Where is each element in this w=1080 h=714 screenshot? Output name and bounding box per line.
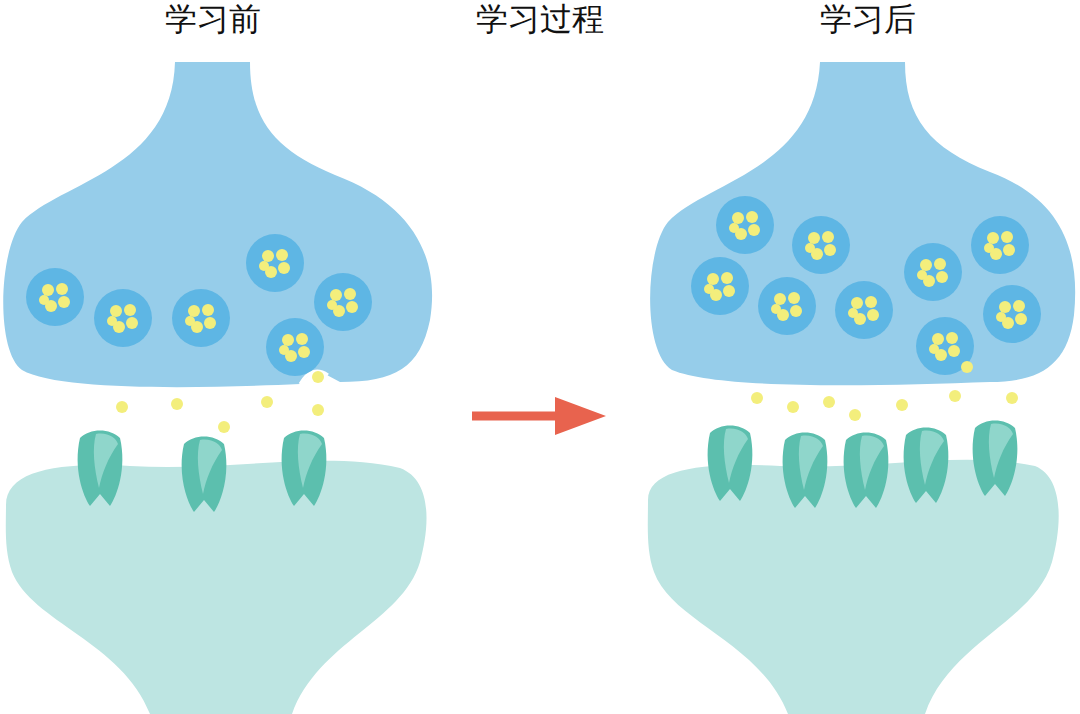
presynaptic-terminal — [650, 62, 1075, 385]
presynaptic-terminal — [3, 62, 432, 387]
stage-label: 学习过程 — [476, 2, 604, 37]
stage-label: 学习前 — [165, 2, 261, 37]
stage-label: 学习后 — [820, 2, 916, 37]
